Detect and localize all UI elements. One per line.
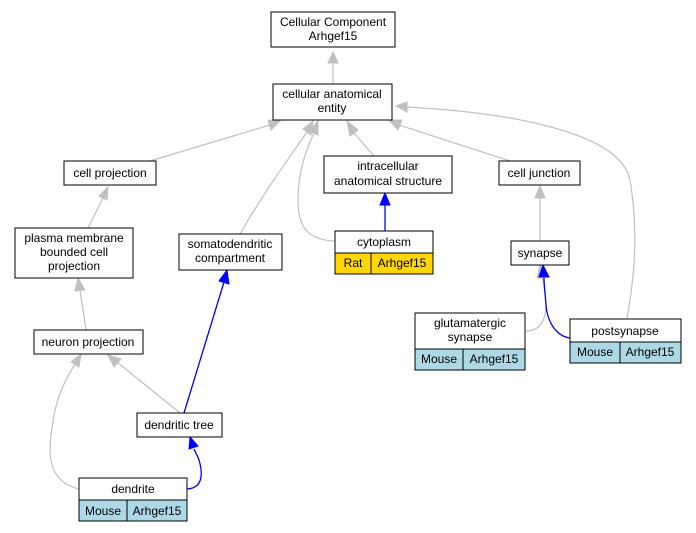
arrowhead xyxy=(534,184,546,199)
gene-cell xyxy=(462,348,526,371)
node-label: Cellular Component xyxy=(280,15,387,29)
arrowhead xyxy=(188,435,199,450)
arrowhead xyxy=(346,119,359,137)
arrowhead xyxy=(379,191,391,206)
node-glutamatergic-synapse[interactable]: glutamatergic synapse Mouse Arhgef15 xyxy=(414,312,526,371)
arrowhead xyxy=(308,119,319,136)
node-label: plasma membrane xyxy=(24,231,124,245)
edge-dendritictree-neuronprojection xyxy=(116,361,181,414)
edge-neuronprojection-pmbcp xyxy=(79,289,87,331)
gene-cell xyxy=(370,252,434,275)
edge-cellprojection-cae xyxy=(149,124,271,162)
node-plasma-membrane-bounded-cell-projection[interactable]: plasma membrane bounded cell projection xyxy=(14,227,134,279)
arrowhead xyxy=(394,101,408,113)
node-label: intracellular xyxy=(357,159,418,173)
node-postsynapse[interactable]: postsynapse Mouse Arhgef15 xyxy=(569,318,682,364)
edges-blue xyxy=(183,191,571,490)
arrowhead xyxy=(538,263,550,278)
node-cytoplasm[interactable]: cytoplasm Rat Arhgef15 xyxy=(334,230,434,275)
species-label: Mouse xyxy=(85,504,121,518)
node-dendrite[interactable]: dendrite Mouse Arhgef15 xyxy=(78,477,188,522)
node-label: entity xyxy=(318,101,347,115)
node-cell-junction[interactable]: cell junction xyxy=(498,160,581,186)
node-cellular-anatomical-entity[interactable]: cellular anatomical entity xyxy=(272,83,393,121)
arrowhead xyxy=(387,119,403,131)
node-label: cell projection xyxy=(73,166,146,180)
arrowhead xyxy=(70,352,82,368)
arrowhead xyxy=(218,268,230,285)
gene-label: Arhgef15 xyxy=(378,256,427,270)
node-label: cytoplasm xyxy=(357,235,411,249)
node-intracellular-anatomical-structure[interactable]: intracellular anatomical structure xyxy=(323,155,453,194)
species-label: Rat xyxy=(344,256,363,270)
gene-cell xyxy=(619,341,682,364)
edge-somatodendritic-cae xyxy=(239,131,308,235)
node-label: cell junction xyxy=(508,166,571,180)
node-label: anatomical structure xyxy=(334,174,442,188)
node-label: bounded cell xyxy=(40,245,108,259)
edge-dendritictree-somatodendritic xyxy=(183,281,225,414)
edge-celljunction-cae xyxy=(398,124,511,162)
edge-pmbcp-cellprojection xyxy=(87,197,104,229)
edge-cytoplasm-cae xyxy=(297,132,336,242)
node-label: somatodendritic xyxy=(188,237,273,251)
arrowhead xyxy=(267,119,282,131)
gene-label: Arhgef15 xyxy=(133,504,182,518)
node-label: Arhgef15 xyxy=(309,29,358,43)
node-neuron-projection[interactable]: neuron projection xyxy=(33,329,144,355)
node-label: postsynapse xyxy=(591,324,659,338)
node-dendritic-tree[interactable]: dendritic tree xyxy=(136,412,223,438)
edge-intracellular-cae xyxy=(353,132,375,157)
arrowhead xyxy=(107,354,122,368)
node-label: glutamatergic xyxy=(434,316,506,330)
node-label: synapse xyxy=(448,330,493,344)
gene-cell xyxy=(126,499,188,522)
edge-glutamatergic-synapse xyxy=(525,276,547,332)
edge-dendrite-dendritictree xyxy=(186,448,202,490)
edge-postsynapse-synapse xyxy=(543,277,571,339)
edges-gray xyxy=(49,50,636,490)
arrowhead xyxy=(98,185,109,201)
node-label: neuron projection xyxy=(42,335,135,349)
species-label: Mouse xyxy=(577,345,613,359)
node-synapse[interactable]: synapse xyxy=(510,240,570,266)
node-root[interactable]: Cellular Component Arhgef15 xyxy=(270,11,396,48)
arrowhead xyxy=(327,50,339,64)
node-label: dendritic tree xyxy=(144,418,214,432)
edge-postsynapse-cae xyxy=(406,106,636,320)
node-label: projection xyxy=(48,259,100,273)
node-cell-projection[interactable]: cell projection xyxy=(63,160,157,186)
node-label: dendrite xyxy=(111,482,155,496)
node-somatodendritic-compartment[interactable]: somatodendritic compartment xyxy=(178,233,283,271)
arrowhead xyxy=(74,276,86,292)
node-label: synapse xyxy=(518,246,563,260)
gene-label: Arhgef15 xyxy=(470,352,519,366)
species-label: Mouse xyxy=(421,352,457,366)
gene-label: Arhgef15 xyxy=(626,345,675,359)
edge-dendrite-neuronprojection xyxy=(49,363,80,490)
node-label: cellular anatomical xyxy=(282,87,381,101)
node-label: compartment xyxy=(195,251,266,265)
